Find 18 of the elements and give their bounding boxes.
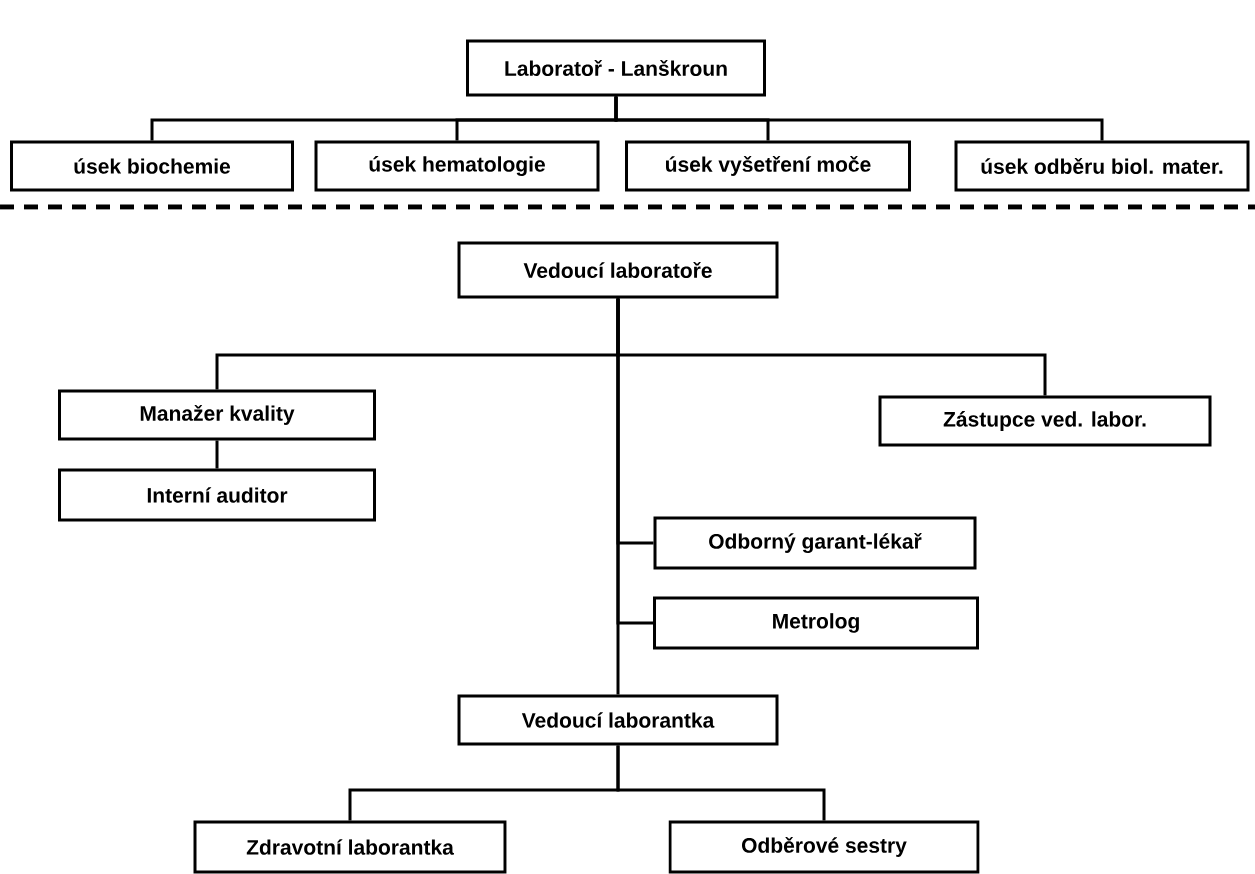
- org-box: úsek vyšetření moče: [625, 140, 911, 192]
- org-box: Laboratoř - Lanškroun: [466, 39, 766, 97]
- org-box: úsek hematologie: [314, 140, 600, 192]
- org-box: Zdravotní laborantka: [193, 820, 507, 874]
- connector-line: [614, 96, 1104, 141]
- connector-line: [616, 298, 620, 695]
- org-box: Vedoucí laborantka: [457, 694, 779, 746]
- org-box: Vedoucí laboratoře: [457, 241, 779, 299]
- org-box: Interní auditor: [58, 468, 376, 522]
- connector-line: [215, 440, 219, 469]
- org-box: Manažer kvality: [58, 389, 376, 441]
- org-box: úsek odběru biol. mater.: [954, 140, 1250, 192]
- org-box: Odběrové sestry: [668, 820, 980, 874]
- org-box: Zástupce ved. labor.: [878, 395, 1212, 447]
- connector-line: [616, 745, 826, 821]
- org-box: úsek biochemie: [10, 140, 294, 192]
- org-box: Metrolog: [653, 596, 979, 650]
- org-box: Odborný garant-lékař: [653, 516, 977, 570]
